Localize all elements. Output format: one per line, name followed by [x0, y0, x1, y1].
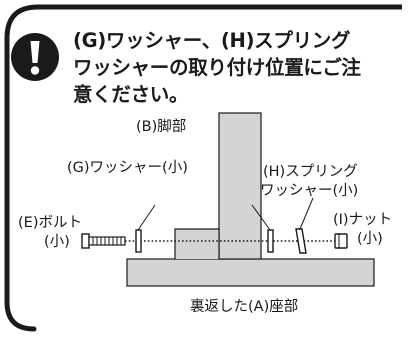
seat-label: 裏返した(A)座部	[190, 299, 299, 315]
washer-left	[135, 229, 142, 253]
leg-label: (B)脚部	[136, 119, 187, 135]
spring-washer-label-line2: ワッシャー(小)	[260, 183, 359, 199]
heading-line-2: ワッシャーの取り付け位置にご注	[73, 56, 361, 79]
nut-label-line1: (I)ナット	[333, 212, 393, 228]
panel-frame	[4, 4, 402, 332]
nut-shape	[334, 233, 348, 249]
spring-washer-leader	[299, 197, 314, 230]
instruction-panel	[4, 4, 402, 332]
bolt-label-line2: (小)	[44, 234, 70, 250]
spring-washer-label-line1: (H)スプリング	[263, 164, 358, 180]
leg-vertical	[218, 112, 262, 260]
washer-label: (G)ワッシャー(小)	[67, 160, 188, 176]
heading-line-3: 意ください。	[73, 83, 189, 106]
leg-bracket	[174, 228, 220, 259]
exclamation-circle-icon	[11, 33, 59, 81]
washer-right	[267, 229, 274, 253]
nut-label-line2: (小)	[357, 231, 383, 247]
seat-base	[126, 258, 375, 287]
heading-line-1: (G)ワッシャー、(H)スプリング	[73, 29, 351, 52]
washer-leader-right	[251, 204, 271, 231]
bolt-shape	[81, 233, 126, 249]
bolt-label-line1: (E)ボルト	[18, 215, 82, 231]
instruction-heading: (G)ワッシャー、(H)スプリング ワッシャーの取り付け位置にご注 意ください。	[73, 27, 403, 108]
spring-washer	[295, 228, 307, 254]
washer-leader-left	[137, 204, 156, 231]
